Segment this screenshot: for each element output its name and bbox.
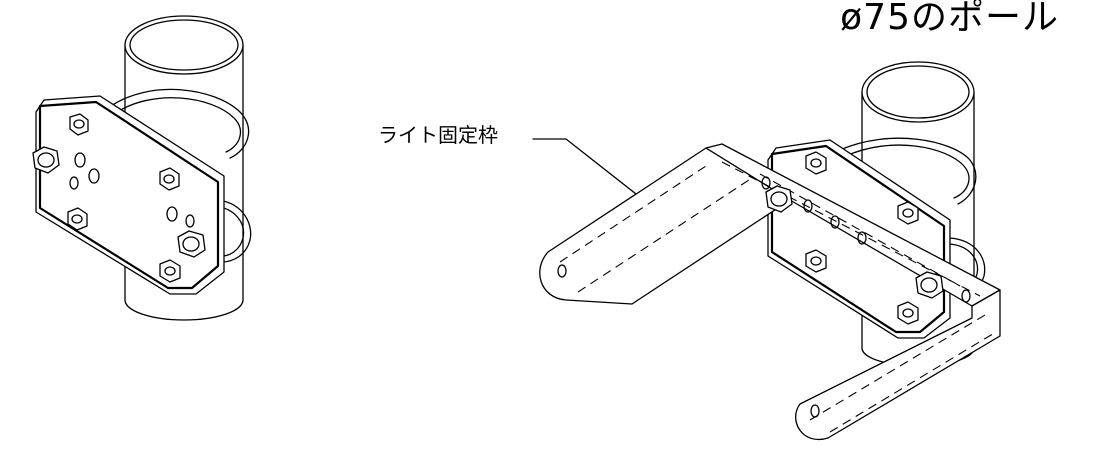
nut [177, 230, 206, 258]
nut [67, 207, 88, 231]
left-assembly [32, 15, 252, 321]
right-u-bolt-upper [839, 137, 977, 205]
nut [915, 271, 944, 299]
nut [805, 249, 827, 273]
frame-leader-line [532, 138, 637, 195]
light-fixing-frame [539, 143, 1001, 441]
left-u-bolt-upper [107, 88, 250, 159]
nut [159, 167, 180, 191]
nut [897, 301, 919, 325]
frame-label: ライト固定枠 [378, 123, 498, 147]
right-assembly [532, 61, 1001, 441]
nut [159, 259, 181, 283]
nut [32, 146, 60, 174]
pole-label: ø75のポール [840, 0, 1059, 38]
left-nuts [32, 113, 206, 283]
right-nuts [765, 151, 944, 325]
left-mounting-plate [35, 95, 225, 295]
nut [805, 151, 827, 175]
nut [897, 201, 919, 225]
left-u-bolt-lower [213, 199, 252, 263]
nut [765, 185, 793, 213]
nut [69, 113, 89, 136]
